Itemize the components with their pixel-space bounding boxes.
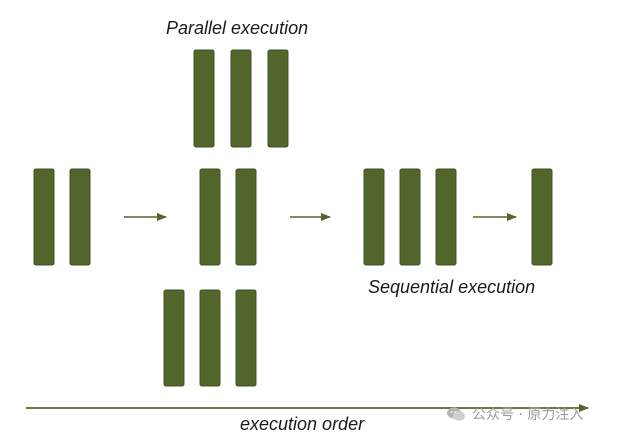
parallel-execution-label: Parallel execution bbox=[166, 18, 309, 38]
parallel-top-block-1 bbox=[193, 49, 215, 148]
watermark-text: 公众号 · 原力注入 bbox=[472, 407, 584, 423]
stage-4-block-1 bbox=[531, 168, 553, 266]
stage-2-block-2 bbox=[235, 168, 257, 266]
stage-1-block-1 bbox=[33, 168, 55, 266]
parallel-bottom-block-1 bbox=[163, 289, 185, 387]
stage-3-block-2 bbox=[399, 168, 421, 266]
stage-3-block-3 bbox=[435, 168, 457, 266]
stage-3-block-1 bbox=[363, 168, 385, 266]
execution-order-label: execution order bbox=[240, 414, 365, 434]
parallel-top-block-3 bbox=[267, 49, 289, 148]
stage-1-block-2 bbox=[69, 168, 91, 266]
watermark: 公众号 · 原力注入 bbox=[446, 404, 583, 424]
sequential-execution-label: Sequential execution bbox=[368, 277, 536, 297]
parallel-bottom-block-3 bbox=[235, 289, 257, 387]
stage-2-block-1 bbox=[199, 168, 221, 266]
wechat-icon bbox=[446, 406, 466, 422]
parallel-bottom-block-2 bbox=[199, 289, 221, 387]
parallel-top-block-2 bbox=[230, 49, 252, 148]
